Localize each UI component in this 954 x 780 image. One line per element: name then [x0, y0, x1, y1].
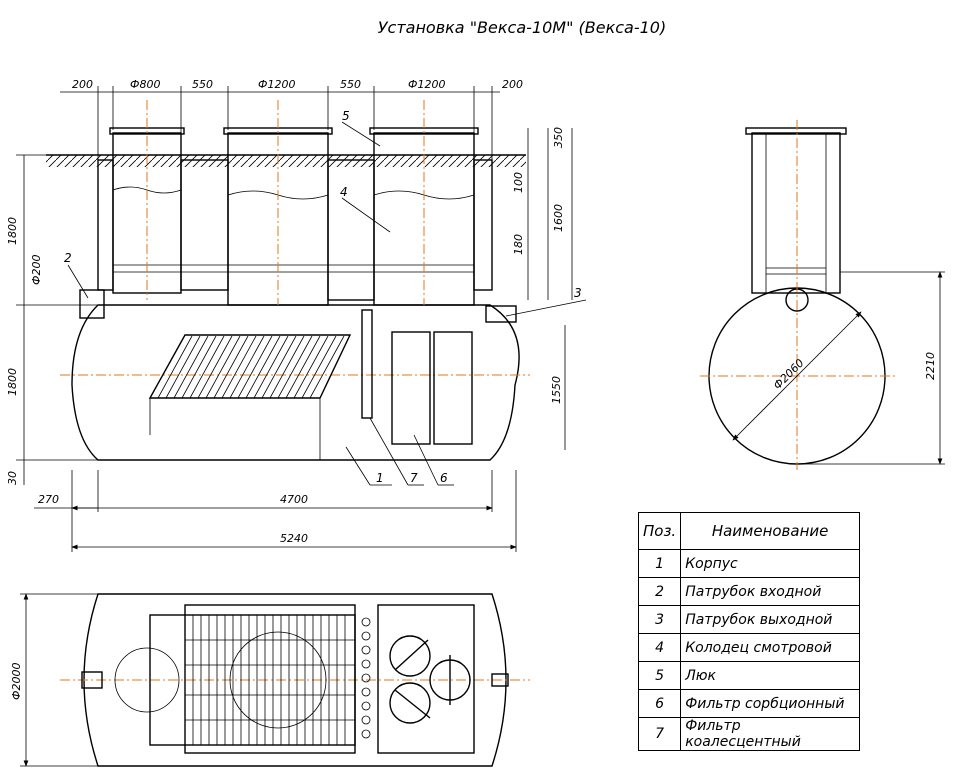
coalescent-block [148, 334, 352, 460]
dim-1800-top: 1800 [6, 217, 19, 245]
sorption-filter-2 [433, 331, 473, 445]
row-name: Патрубок выходной [680, 605, 860, 634]
table-row: 6 Фильтр сорбционный [637, 689, 860, 718]
row-pos: 2 [637, 577, 682, 606]
dim-1800-body: 1800 [6, 368, 19, 396]
row-name: Колодец смотровой [680, 633, 860, 662]
dim-1600: 1600 [552, 204, 565, 232]
dim-180: 180 [512, 234, 525, 255]
dim-5240: 5240 [280, 532, 308, 545]
table-row: 5 Люк [637, 661, 860, 690]
dim-4700: 4700 [280, 493, 308, 506]
dim-350: 350 [552, 127, 565, 148]
dim-1550: 1550 [550, 376, 563, 404]
row-pos: 3 [637, 605, 682, 634]
row-name: Патрубок входной [680, 577, 860, 606]
row-pos: 4 [637, 633, 682, 662]
dim-d1200-b: Ф1200 [408, 78, 445, 91]
row-name: Фильтр сорбционный [680, 689, 860, 718]
row-pos: 6 [637, 689, 682, 718]
dim-d2000: Ф2000 [10, 663, 23, 700]
plan-tank [83, 593, 507, 767]
table-row: 1 Корпус [637, 549, 860, 578]
table-row: 2 Патрубок входной [637, 577, 860, 606]
header-name: Наименование [680, 512, 860, 550]
dim-200-left: 200 [72, 78, 93, 91]
dim-d200: Ф200 [30, 255, 43, 285]
table-row: 7 Фильтр коалесцентный [637, 717, 860, 751]
callout-3: 3 [574, 286, 582, 300]
table-row: 3 Патрубок выходной [637, 605, 860, 634]
row-pos: 5 [637, 661, 682, 690]
callout-6: 6 [440, 471, 448, 485]
dim-200-right: 200 [502, 78, 523, 91]
dim-30: 30 [6, 471, 19, 485]
dim-d2060: Ф2060 [771, 356, 807, 392]
dim-550-b: 550 [340, 78, 361, 91]
callout-5: 5 [342, 109, 350, 123]
ground-hatch [46, 155, 526, 167]
front-view: 1 7 6 2 3 5 4 200 Ф800 550 Ф1200 550 Ф12… [6, 78, 587, 552]
coalescent-filter [361, 309, 373, 419]
header-pos: Поз. [637, 512, 682, 550]
tank-body [71, 304, 520, 461]
side-view: Ф2060 2210 [700, 120, 945, 470]
callout-4: 4 [340, 185, 348, 199]
row-name: Фильтр коалесцентный [680, 717, 860, 751]
dim-d1200-a: Ф1200 [258, 78, 295, 91]
dim-100: 100 [512, 172, 525, 193]
dim-d800: Ф800 [130, 78, 160, 91]
plan-view: Ф2000 [10, 593, 530, 767]
callout-2: 2 [64, 251, 72, 265]
parts-table-header: Поз. Наименование [637, 512, 860, 550]
row-name: Люк [680, 661, 860, 690]
inlet-pipe [79, 289, 105, 319]
sorption-filter-1 [391, 331, 431, 445]
callout-7: 7 [410, 471, 418, 485]
dim-270: 270 [38, 493, 59, 506]
dim-550-a: 550 [192, 78, 213, 91]
row-pos: 7 [637, 717, 682, 751]
row-name: Корпус [680, 549, 860, 578]
callout-1: 1 [376, 471, 384, 485]
parts-table: Поз. Наименование 1 Корпус 2 Патрубок вх… [637, 512, 860, 751]
table-row: 4 Колодец смотровой [637, 633, 860, 662]
drawing-title: Установка "Векса-10М" (Векса-10) [378, 18, 666, 37]
row-pos: 1 [637, 549, 682, 578]
dim-2210: 2210 [924, 352, 937, 380]
